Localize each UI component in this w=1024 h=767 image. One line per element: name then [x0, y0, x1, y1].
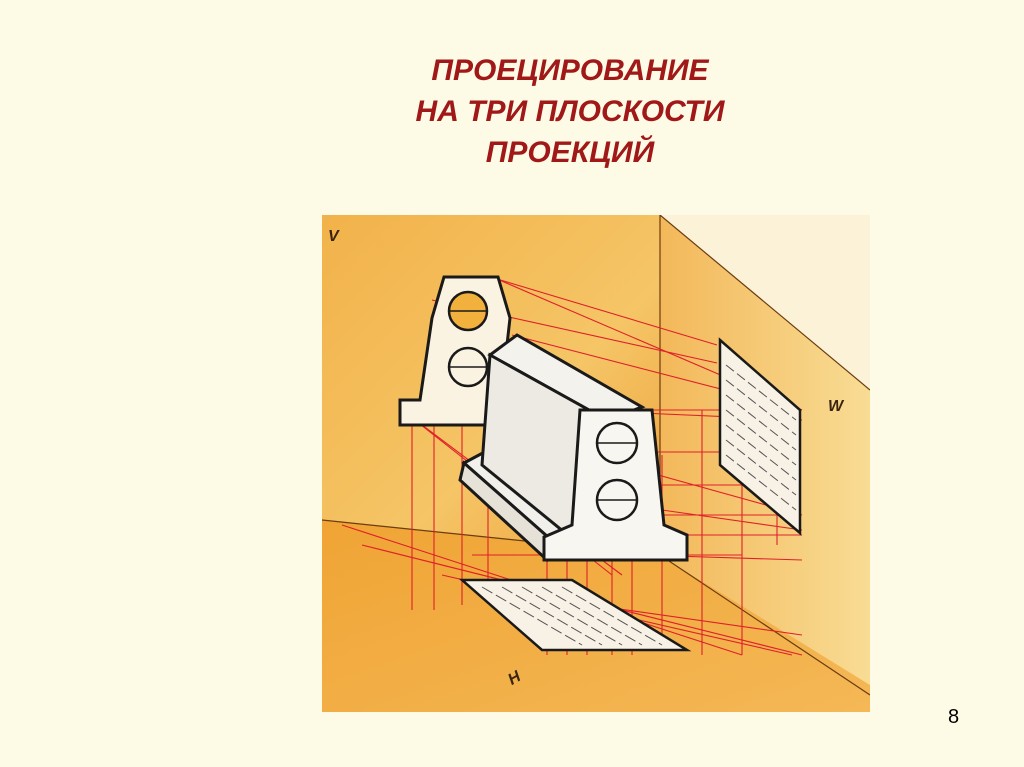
- projection-h-view: [458, 578, 692, 652]
- solid-object: [458, 333, 689, 563]
- projection-v-view: [398, 275, 512, 427]
- projection-drawing: V W H: [322, 215, 870, 712]
- title-line-2: НА ТРИ ПЛОСКОСТИ: [415, 95, 725, 128]
- title-line-3: ПРОЕКЦИЙ: [485, 136, 655, 169]
- plane-label-w: W: [828, 398, 845, 415]
- title-line-1: ПРОЕЦИРОВАНИЕ: [431, 54, 709, 87]
- projection-illustration: V W H: [322, 215, 870, 712]
- slide-title: ПРОЕЦИРОВАНИЕ НА ТРИ ПЛОСКОСТИ ПРОЕКЦИЙ: [340, 50, 800, 173]
- projection-w-view: [718, 337, 802, 536]
- plane-label-v: V: [328, 228, 340, 245]
- page-number: 8: [948, 706, 960, 728]
